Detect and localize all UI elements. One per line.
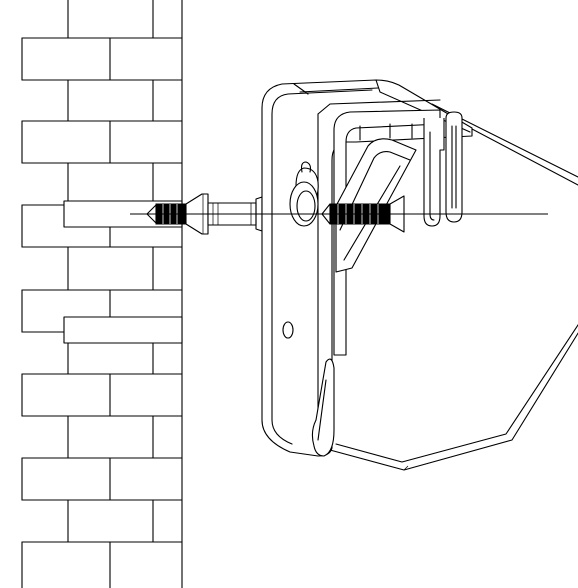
brick-wall [21, 0, 183, 588]
device-bracket [261, 79, 578, 471]
drilled-hole-lower [63, 316, 183, 344]
rail-frame [333, 109, 441, 356]
bottom-latch [311, 358, 335, 457]
keyhole-slot [289, 161, 319, 227]
mounting-hole [282, 321, 294, 339]
brick-mortar-lines [21, 37, 183, 543]
brick-joint-lines [21, 0, 154, 588]
